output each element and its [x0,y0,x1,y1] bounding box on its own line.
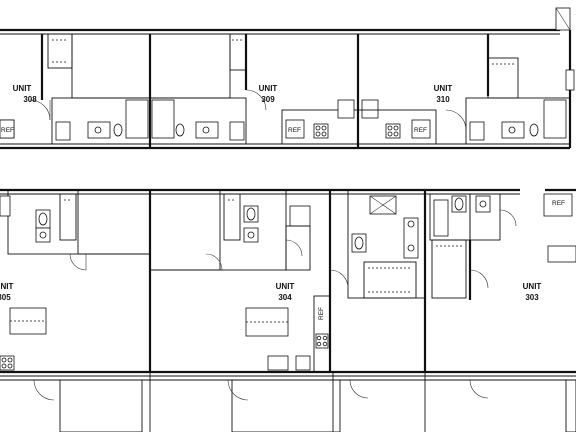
ref-labels-upper: REF REF REF [0,119,427,139]
unit-label-305: UNIT 305 [0,282,13,302]
ref-labels-lower: REF REF [318,200,565,320]
unit-label-303: UNIT 303 [523,282,542,302]
svg-text:UNIT: UNIT [0,282,13,291]
svg-text:305: 305 [0,293,11,302]
ref-label: REF [552,200,565,207]
unit-label-308: UNIT 308 [13,84,38,104]
ref-label: REF [318,307,325,320]
svg-text:303: 303 [525,293,539,302]
svg-text:UNIT: UNIT [13,84,32,93]
svg-text:309: 309 [261,95,275,104]
svg-text:304: 304 [278,293,292,302]
svg-text:310: 310 [436,95,450,104]
ref-label: REF [414,127,427,134]
unit-label-309: UNIT 309 [259,84,278,104]
unit-label-304: UNIT 304 [276,282,295,302]
svg-text:308: 308 [23,95,37,104]
ref-label: REF [288,127,301,134]
upper-building-block [0,7,575,150]
svg-text:UNIT: UNIT [259,84,278,93]
ref-label: REF [1,127,14,134]
svg-text:UNIT: UNIT [434,84,453,93]
svg-text:UNIT: UNIT [523,282,542,291]
svg-text:UNIT: UNIT [276,282,295,291]
unit-label-310: UNIT 310 [434,84,453,104]
lower-building-block [0,188,576,432]
